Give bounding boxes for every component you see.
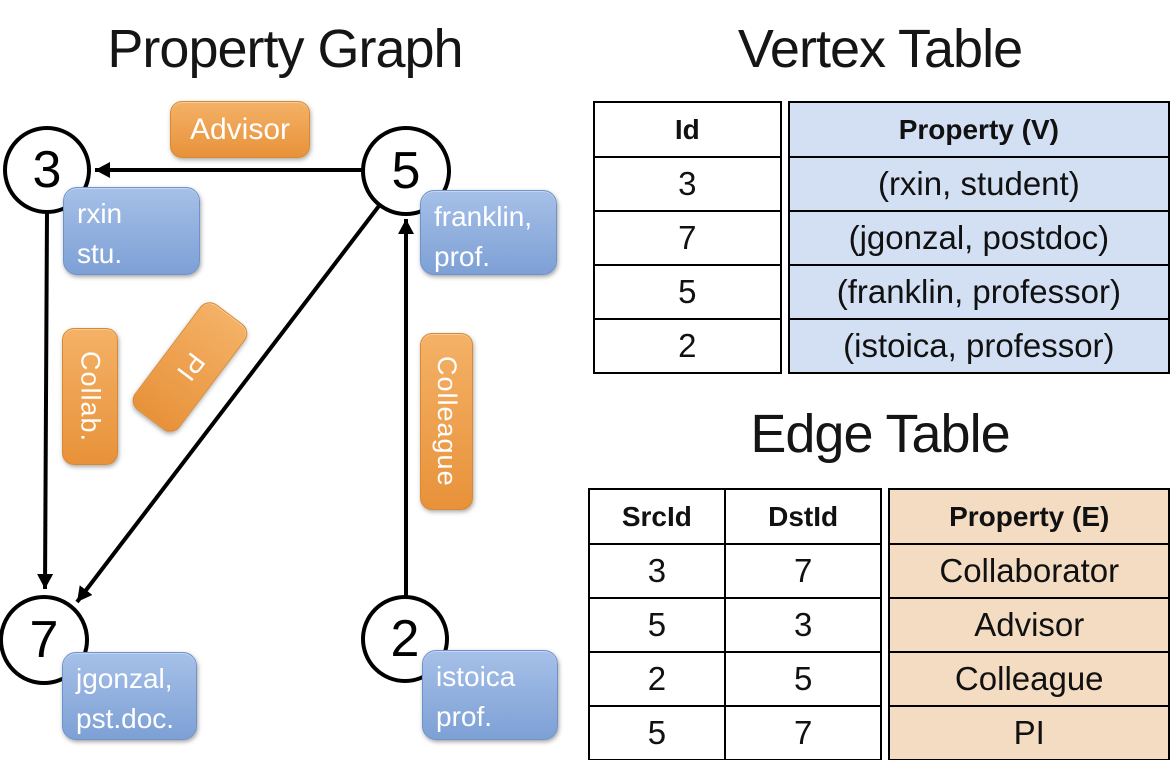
edge-label-collaborator-text: Collab. (75, 350, 106, 443)
node-2-property-box: istoica prof. (422, 650, 558, 740)
edge-table-dst-cell: 5 (723, 651, 883, 707)
vertex-table-id-cell: 2 (593, 318, 782, 374)
vertex-table-title: Vertex Table (737, 19, 1023, 79)
edge-label-colleague-text: Colleague (432, 356, 462, 487)
node-5-id: 5 (391, 142, 421, 200)
edge-table-property-column: Property (E) Collaborator Advisor Collea… (888, 488, 1170, 760)
vertex-table-property-header: Property (V) (787, 101, 1170, 158)
vertex-table-id-cell: 3 (593, 156, 782, 212)
node-7-property-line1: jgonzal, (76, 663, 173, 694)
edge-table-src-cell: 5 (588, 705, 726, 760)
edge-table-dst-cell: 7 (723, 705, 883, 760)
node-2-id: 2 (390, 610, 420, 668)
vertex-table-property-cell: (istoica, professor) (787, 318, 1170, 374)
node-3-property-line2: stu. (77, 238, 123, 269)
node-3-property-line1: rxin (77, 198, 123, 229)
vertex-table-property-cell: (franklin, professor) (787, 264, 1170, 320)
property-graph-title: Property Graph (107, 19, 463, 79)
edge-table-property-cell: Advisor (888, 597, 1170, 653)
edge-table-property-header: Property (E) (888, 488, 1170, 545)
edge-table-property-cell: Collaborator (888, 543, 1170, 599)
edge-label-colleague: Colleague (420, 333, 473, 510)
vertex-table-id-column: Id 3 7 5 2 (593, 101, 782, 374)
edge-label-advisor: Advisor (170, 101, 310, 158)
edge-table: SrcId DstId 3 7 5 3 2 5 5 7 Property (E)… (588, 488, 1170, 760)
edge-table-src-cell: 2 (588, 651, 726, 707)
node-3-property-box: rxin stu. (63, 187, 200, 275)
edge-table-dst-cell: 7 (723, 543, 883, 599)
vertex-table: Id 3 7 5 2 Property (V) (rxin, student) … (593, 101, 1170, 374)
vertex-table-id-cell: 5 (593, 264, 782, 320)
edge-label-pi-text: PI (170, 347, 211, 388)
node-5-property-line2: prof. (434, 241, 491, 272)
edge-table-title: Edge Table (750, 404, 1010, 464)
edge-table-id-columns: SrcId DstId 3 7 5 3 2 5 5 7 (588, 488, 883, 760)
node-5-property-box: franklin, prof. (420, 190, 557, 275)
edge-table-property-cell: Colleague (888, 651, 1170, 707)
vertex-table-property-column: Property (V) (rxin, student) (jgonzal, p… (787, 101, 1170, 374)
vertex-table-id-header: Id (593, 101, 782, 158)
edge-collaborator-3-to-7 (37, 211, 54, 590)
node-5-circle: 5 (361, 126, 451, 216)
vertex-table-property-cell: (rxin, student) (787, 156, 1170, 212)
vertex-table-property-cell: (jgonzal, postdoc) (787, 210, 1170, 266)
node-3-id: 3 (32, 141, 62, 199)
edge-table-property-cell: PI (888, 705, 1170, 760)
node-7-id: 7 (29, 611, 59, 669)
node-2-property-line1: istoica (436, 661, 516, 692)
edge-table-src-cell: 5 (588, 597, 726, 653)
edge-label-collaborator: Collab. (62, 328, 118, 465)
edge-table-src-cell: 3 (588, 543, 726, 599)
node-5-property-line1: franklin, (434, 201, 533, 232)
node-2-property-line2: prof. (436, 701, 493, 732)
edge-pi-5-to-7 (75, 196, 387, 604)
node-7-property-box: jgonzal, pst.doc. (62, 652, 197, 740)
graph-edges-canvas (37, 162, 414, 604)
node-2-circle: 2 (361, 595, 449, 683)
node-7-property-line2: pst.doc. (76, 703, 175, 734)
edge-table-srcid-header: SrcId (588, 488, 726, 545)
edge-table-dst-cell: 3 (723, 597, 883, 653)
vertex-table-id-cell: 7 (593, 210, 782, 266)
edge-table-dstid-header: DstId (723, 488, 883, 545)
